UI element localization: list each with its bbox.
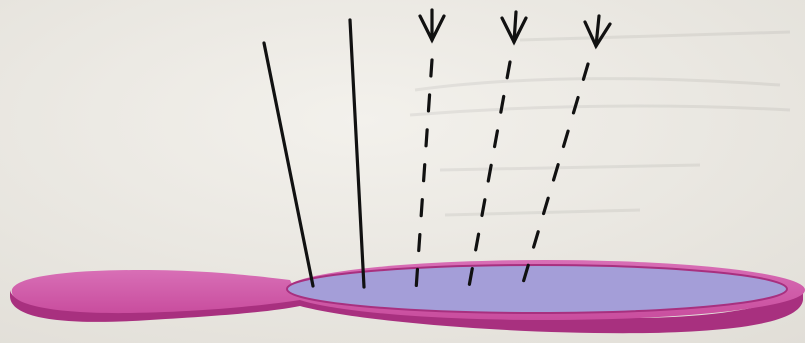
dashed-ray-2-shaft — [514, 12, 516, 42]
